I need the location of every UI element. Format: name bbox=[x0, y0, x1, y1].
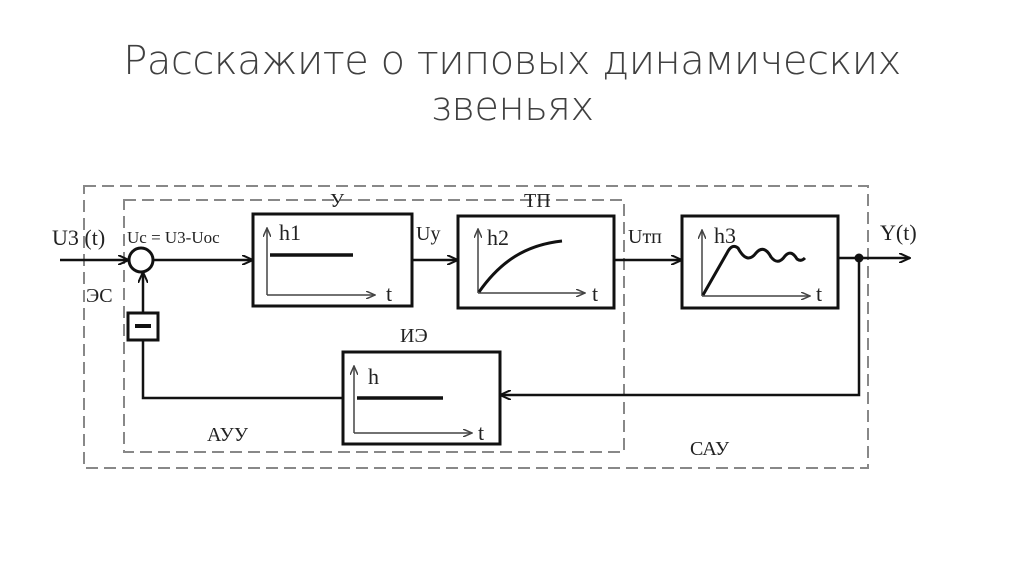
block-y-label: У bbox=[330, 190, 345, 212]
t-label: t bbox=[478, 420, 484, 445]
t-label: t bbox=[592, 281, 598, 306]
oscillatory-response-curve bbox=[701, 244, 807, 296]
sau-label: САУ bbox=[690, 438, 730, 460]
h-label: h bbox=[368, 364, 379, 389]
feedback-line bbox=[500, 258, 861, 395]
sau-boundary bbox=[83, 185, 869, 469]
exponential-response-curve bbox=[477, 239, 563, 293]
block-y bbox=[251, 212, 414, 308]
uy-label: Uу bbox=[416, 223, 440, 245]
auu-boundary bbox=[123, 199, 625, 453]
h3-label: h3 bbox=[714, 223, 736, 248]
t-label: t bbox=[816, 281, 822, 306]
block-tp-label: ТП bbox=[524, 190, 551, 212]
title-line-1: Расскажите о типовых динамических bbox=[123, 38, 901, 84]
t-label: t bbox=[386, 281, 392, 306]
h1-label: h1 bbox=[279, 220, 301, 245]
error-label: Uc = U3-Uoc bbox=[127, 228, 220, 247]
summing-junction bbox=[127, 246, 155, 274]
block-tp bbox=[456, 214, 616, 310]
block-ie-label: ИЭ bbox=[400, 325, 428, 347]
block-object bbox=[680, 214, 840, 310]
h2-label: h2 bbox=[487, 225, 509, 250]
auu-label: АУУ bbox=[207, 424, 249, 446]
feedback-return-line bbox=[141, 340, 343, 400]
title-line-2: звеньях bbox=[430, 84, 594, 130]
slide-title: Расскажите о типовых динамических звенья… bbox=[0, 38, 1024, 130]
output-label: Y(t) bbox=[880, 220, 917, 245]
input-label: U3 (t) bbox=[52, 225, 105, 250]
comparator-label: ЭС bbox=[86, 285, 113, 307]
utp-label: Uтп bbox=[628, 226, 662, 248]
